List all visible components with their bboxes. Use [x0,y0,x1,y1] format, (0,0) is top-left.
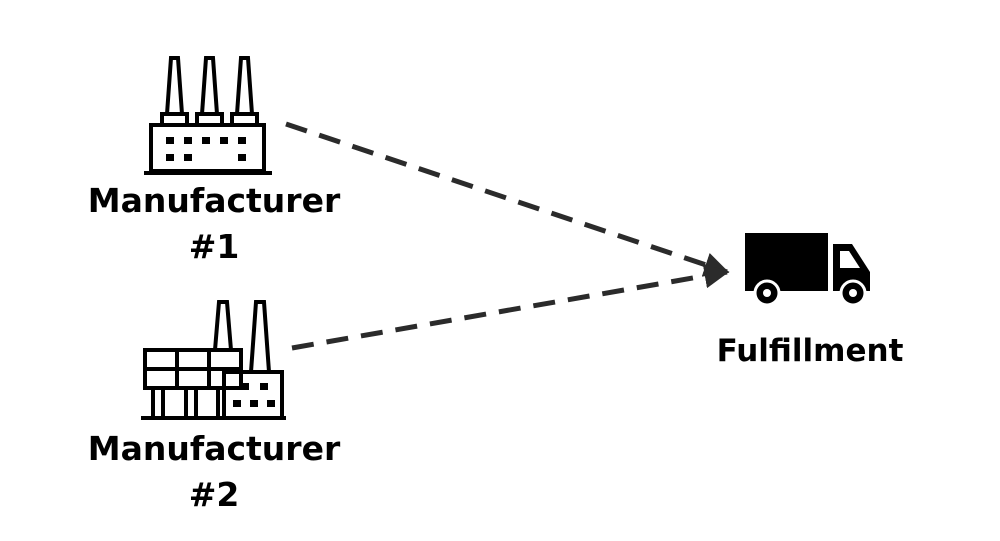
manufacturer-1-label: Manufacturer [87,181,341,220]
factory-icon [144,56,272,175]
manufacturer-2-label: Manufacturer [87,429,341,468]
arrow-m1-to-fulfillment [285,121,730,277]
fulfillment-label: Fulfillment [716,333,904,369]
delivery-truck-icon [745,233,870,307]
manufacturer-1-number: #1 [188,227,240,266]
manufacturer-2-number: #2 [188,475,240,514]
arrow-m2-to-fulfillment [291,263,730,351]
industrial-plant-icon [141,300,286,420]
